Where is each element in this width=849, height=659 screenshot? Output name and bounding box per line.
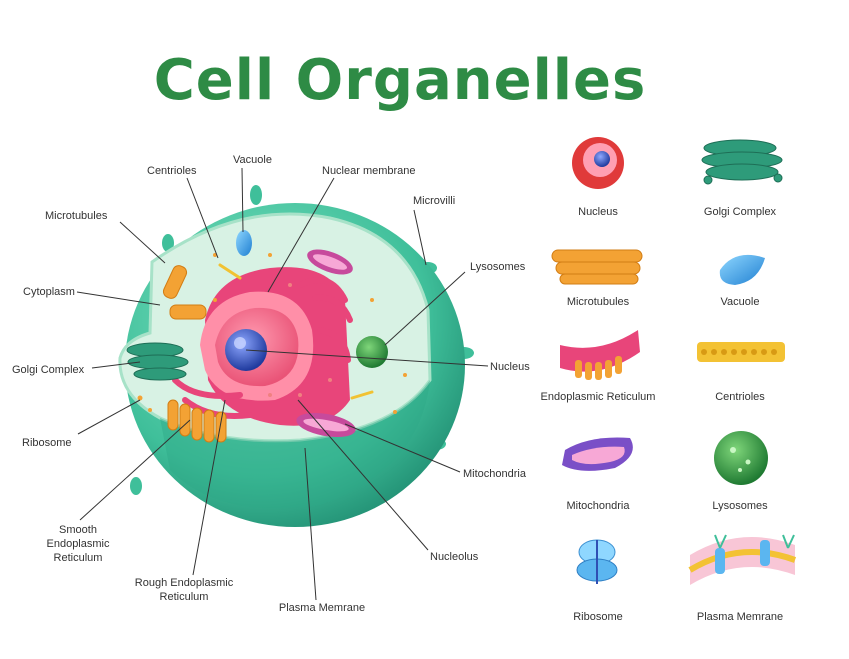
legend-caption-vacuole: Vacuole [720,296,760,308]
nucleus-icon [572,137,624,189]
er-icon [560,330,640,380]
golgi-shape [126,342,189,381]
label-microtubules: Microtubules [45,210,108,222]
rough-er-shape [172,277,353,419]
centrioles-shape [218,263,374,400]
label-rough-er-line2: Reticulum [160,591,209,603]
legend-icons [551,137,797,585]
nucleus-shape [200,267,350,426]
legend-caption-golgi: Golgi Complex [703,206,777,218]
ribosome-icon [576,539,618,584]
label-plasma-membrane: Plasma Memrane [279,602,365,614]
page-title: Cell Organelles [153,48,647,113]
legend-caption-lysosomes: Lysosomes [712,500,768,512]
lysosome-icon [714,431,768,485]
label-nuclear-membrane: Nuclear membrane [322,165,416,177]
plasma-membrane-icon [688,534,797,585]
diagram-labels: Centrioles Vacuole Nuclear membrane Micr… [12,154,530,614]
legend-caption-nucleus: Nucleus [578,206,618,218]
label-nucleus: Nucleus [490,361,530,373]
mitochondria-icon [562,437,633,471]
golgi-icon [701,139,783,185]
legend-caption-mitochondria: Mitochondria [566,500,630,512]
lysosome-shape [356,336,388,368]
vacuole-shape [236,230,252,256]
label-smooth-er-line2: Endoplasmic [47,538,110,550]
label-golgi-complex: Golgi Complex [12,364,85,376]
centrioles-icon [697,342,785,362]
label-vacuole: Vacuole [233,154,272,166]
legend-caption-centrioles: Centrioles [715,391,765,403]
label-mitochondria: Mitochondria [463,468,527,480]
legend-caption-er: Endoplasmic Reticulum [540,391,656,403]
smooth-er-shape [167,399,227,443]
mitochondria-shape [296,249,356,438]
microtubules-shape [162,265,207,320]
label-microvilli: Microvilli [413,195,455,207]
label-smooth-er-line3: Reticulum [54,552,103,564]
label-ribosome: Ribosome [22,437,72,449]
cell-illustration [118,185,474,527]
label-smooth-er-line1: Smooth [59,524,97,536]
leader-lines [76,167,489,601]
legend-caption-microtubules: Microtubules [566,296,630,308]
label-centrioles: Centrioles [147,165,197,177]
label-nucleolus: Nucleolus [430,551,479,563]
label-lysosomes: Lysosomes [470,261,526,273]
label-cytoplasm: Cytoplasm [23,286,75,298]
vacuole-icon [719,254,765,285]
ribosome-dots [137,253,407,414]
label-rough-er-line1: Rough Endoplasmic [135,577,234,589]
microtubules-icon [551,249,643,285]
legend-caption-ribosome: Ribosome [573,611,623,623]
legend-caption-plasma-membrane: Plasma Memrane [696,611,784,623]
